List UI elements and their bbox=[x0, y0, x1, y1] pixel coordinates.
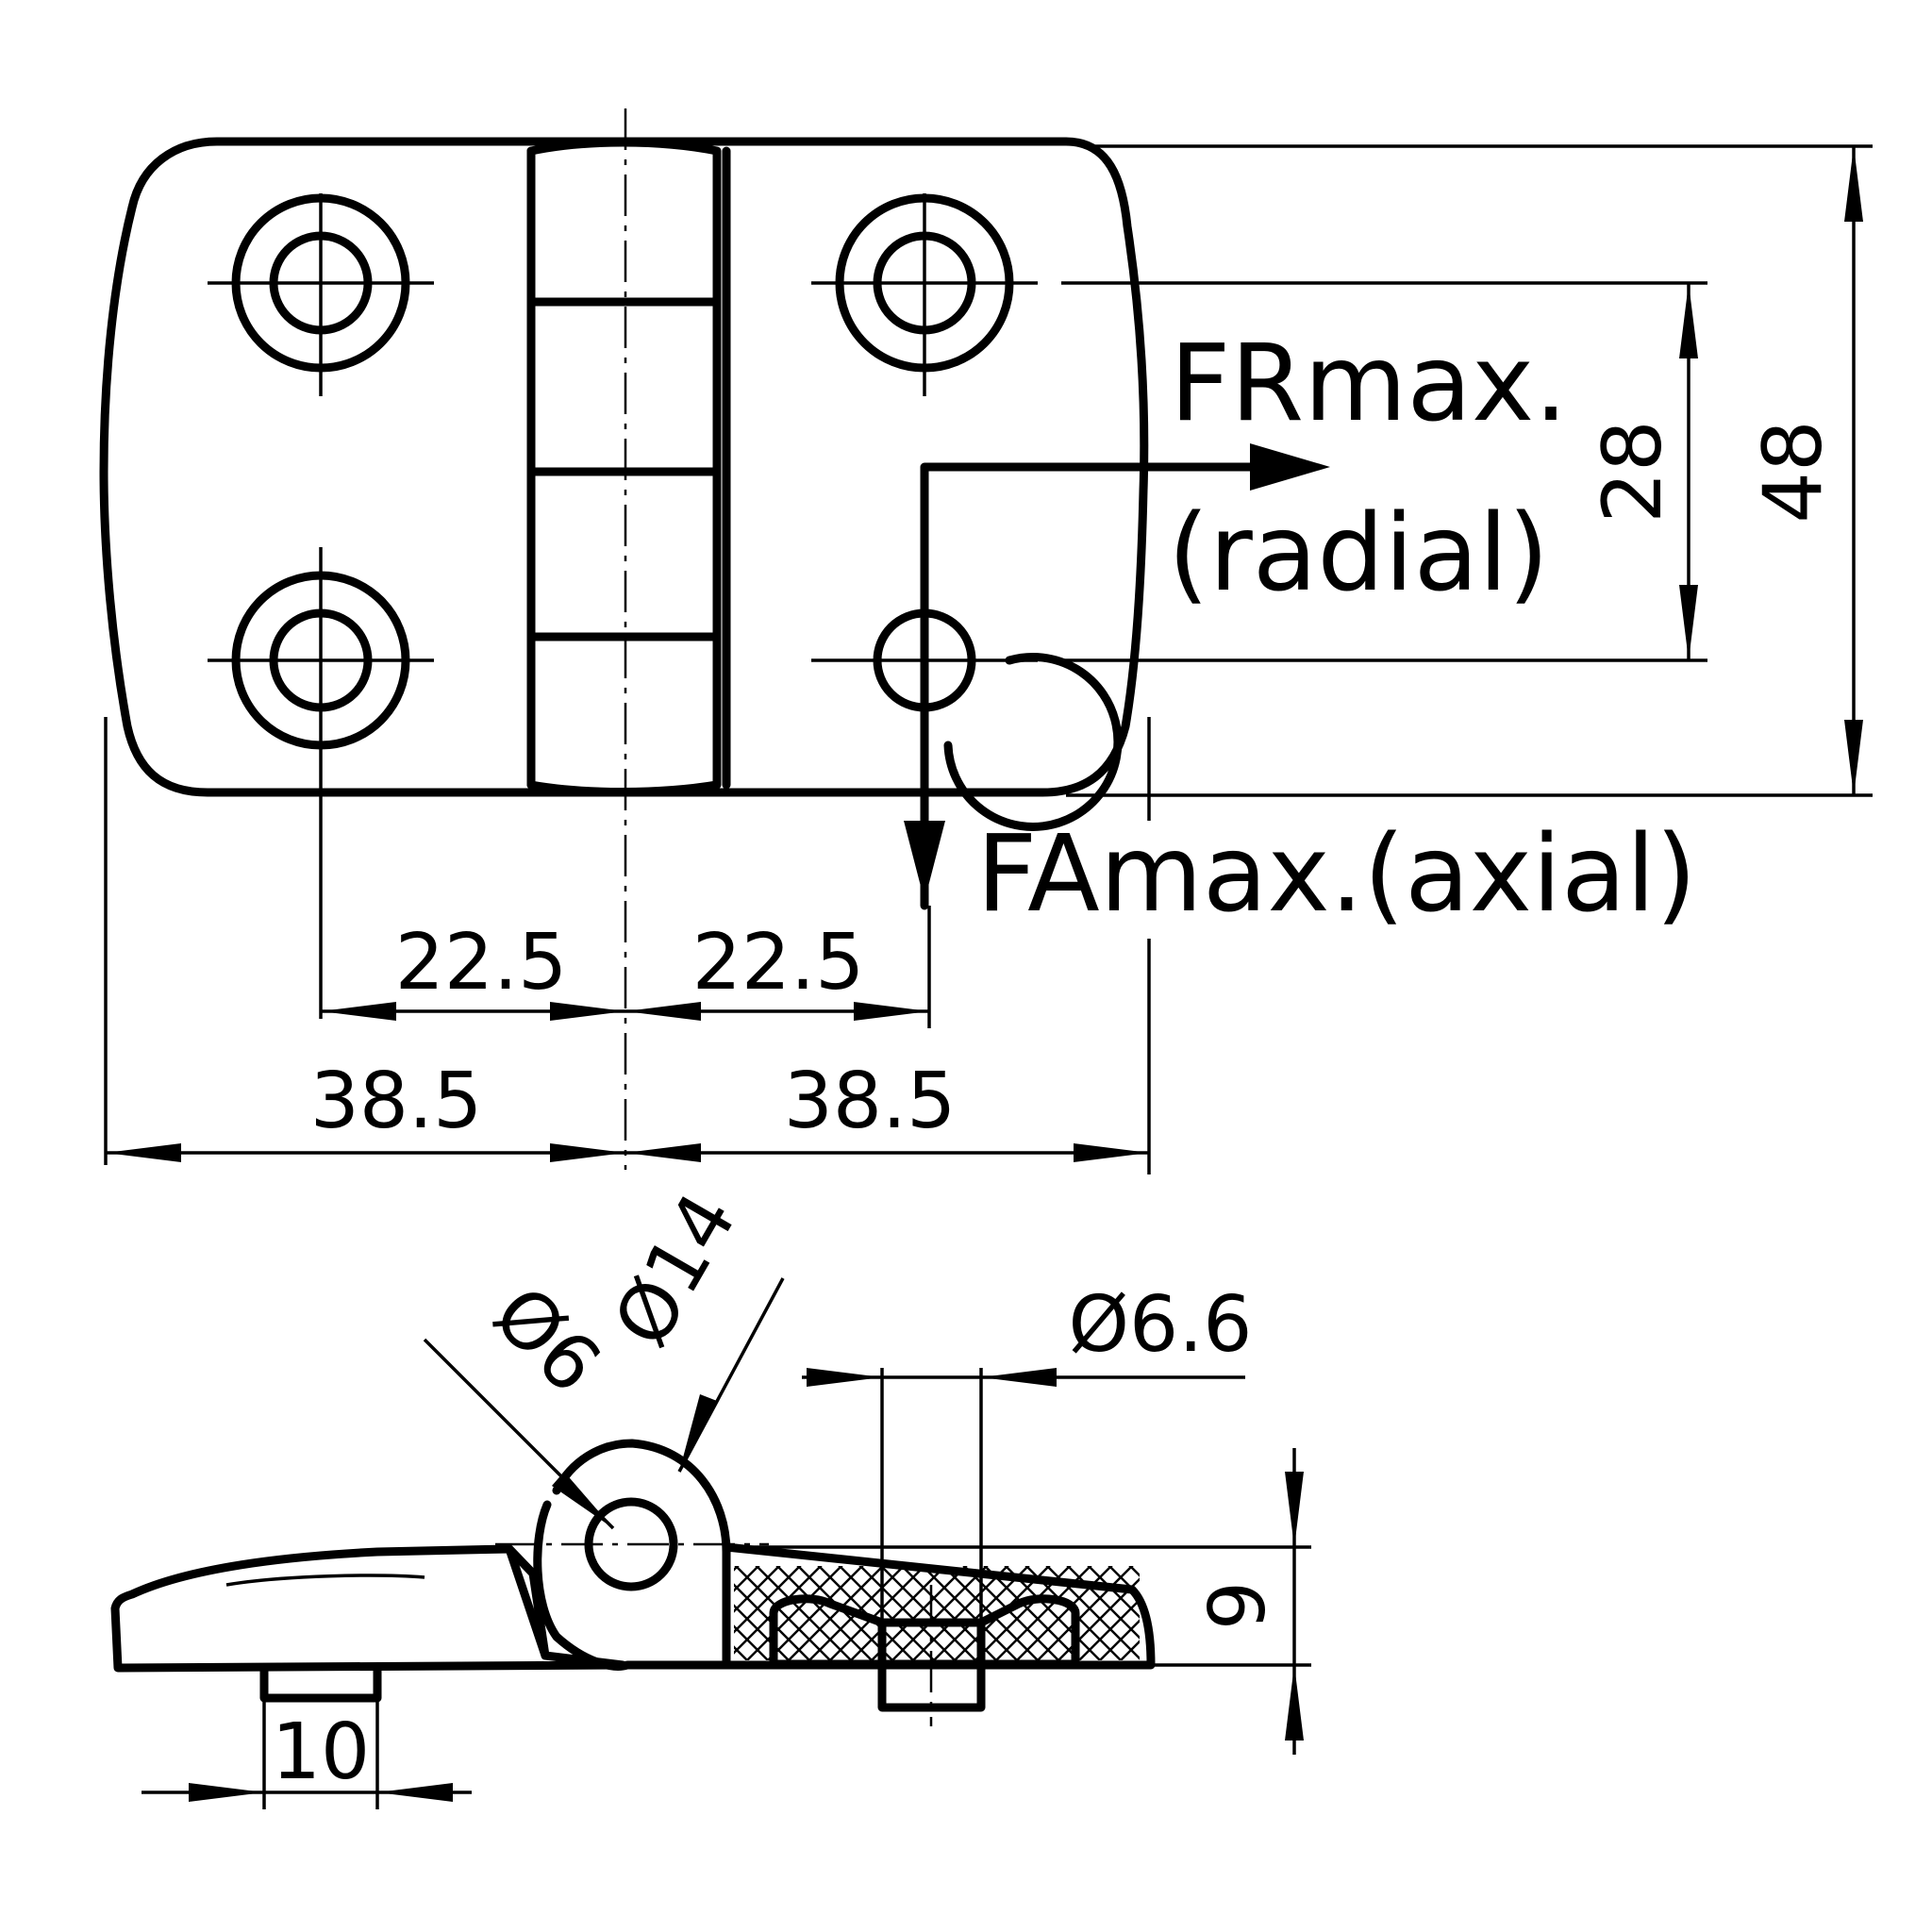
force-arrow-path bbox=[920, 462, 1259, 910]
dimension-pitch-left: 22.5 bbox=[395, 918, 568, 1008]
left-leaf-detail bbox=[225, 1574, 425, 1587]
radial-arrowhead bbox=[1250, 443, 1330, 491]
dimension-boss-width: 10 bbox=[272, 1707, 370, 1797]
left-leaf-bevel bbox=[505, 1544, 550, 1660]
dimension-knuckle-diameter: Ø14 bbox=[597, 1178, 755, 1361]
dimension-height: 48 bbox=[1746, 420, 1840, 523]
dimension-hole-diameter: Ø6.6 bbox=[1069, 1280, 1253, 1370]
horizontal-dimensions: 22.5 22.5 38.5 38.5 bbox=[104, 717, 1151, 1174]
radial-force-label: FRmax. bbox=[1170, 323, 1568, 445]
mounting-hole-top-left bbox=[208, 193, 434, 396]
knuckle-profile bbox=[533, 1439, 731, 1671]
mounting-hole-bottom-left bbox=[208, 547, 434, 1019]
force-arrows: FRmax. (radial) FAmax.(axial) bbox=[904, 323, 1697, 936]
dimension-pin-diameter: Ø6 bbox=[476, 1270, 618, 1411]
dimension-thickness: 9 bbox=[1193, 1581, 1283, 1630]
radial-force-sublabel: (radial) bbox=[1168, 492, 1549, 615]
dimension-pitch-right: 22.5 bbox=[692, 918, 865, 1008]
knuckle-band bbox=[526, 138, 722, 796]
dimension-hole-spacing: 28 bbox=[1586, 420, 1680, 523]
left-leaf-profile bbox=[110, 1544, 627, 1673]
mounting-hole-top-right bbox=[811, 193, 1038, 396]
hinge-side-view bbox=[110, 1368, 1311, 1726]
axial-force-label: FAmax.(axial) bbox=[976, 813, 1697, 936]
dimension-half-width-right: 38.5 bbox=[784, 1057, 957, 1146]
axial-arrowhead bbox=[904, 821, 945, 901]
vertical-dimensions: 48 28 bbox=[1061, 144, 1873, 797]
dimension-half-width-left: 38.5 bbox=[310, 1057, 483, 1146]
hinge-top-view bbox=[99, 108, 1149, 1170]
left-boss bbox=[259, 1663, 382, 1703]
side-view-dimensions: Ø6 Ø14 Ø6.6 9 10 bbox=[142, 1178, 1304, 1809]
